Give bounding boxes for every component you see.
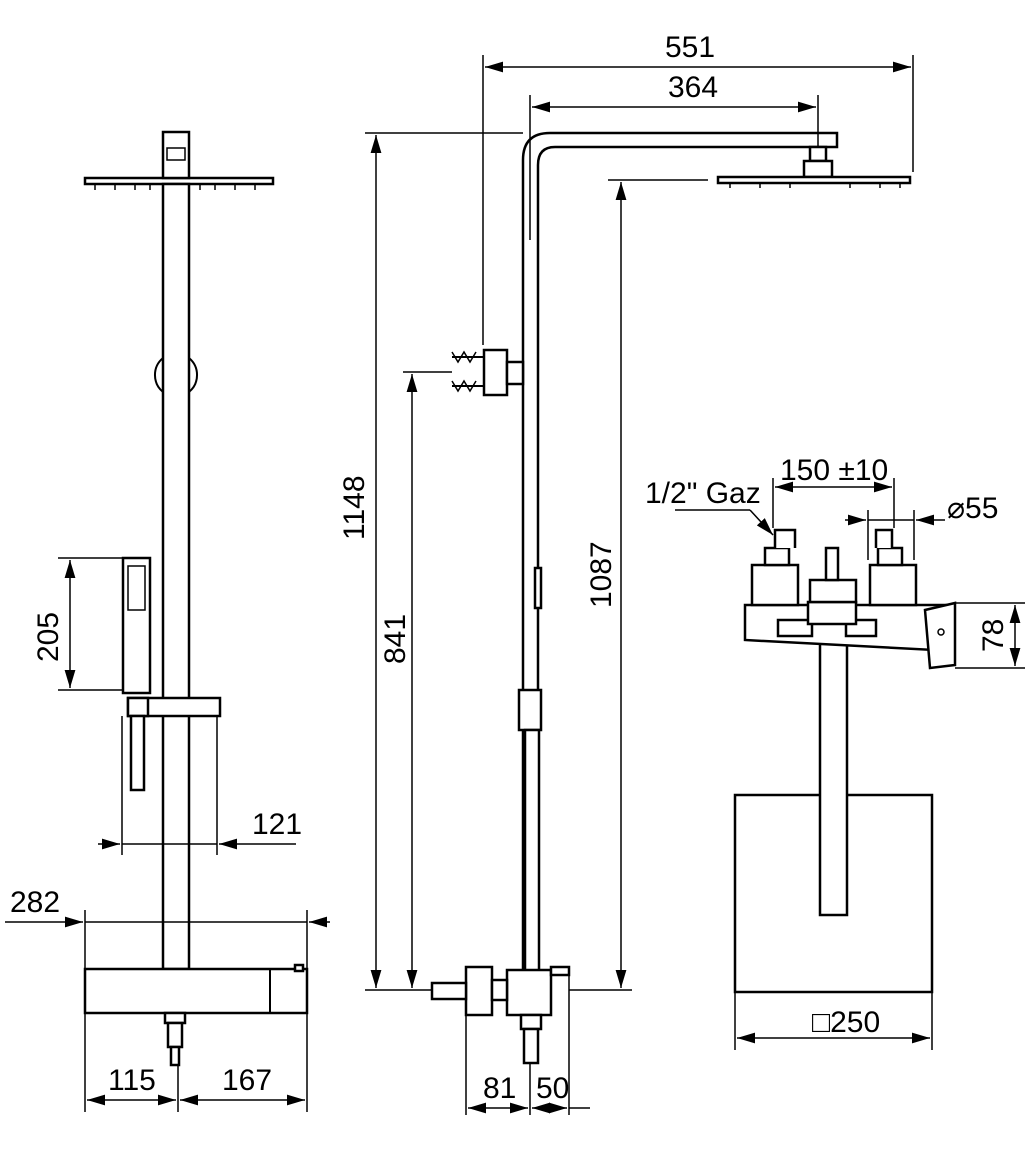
hose-connector xyxy=(517,688,543,732)
dim-282: 282 xyxy=(10,886,60,919)
wall-bracket-front xyxy=(153,357,164,393)
thermostat-bar-front xyxy=(83,967,309,1015)
shower-arm-side xyxy=(521,131,839,974)
dim-81: 81 xyxy=(483,1072,516,1105)
wall-bracket-side xyxy=(482,348,509,397)
dim-115: 115 xyxy=(108,1064,156,1097)
dim-250: □250 xyxy=(812,1006,880,1039)
hand-shower-front xyxy=(121,556,152,695)
dim-841: 841 xyxy=(379,614,412,664)
top-view: 150 ±10 1/2" Gaz ⌀55 78 □250 xyxy=(645,454,1025,1050)
shower-head-side xyxy=(716,175,912,185)
thread-label: 1/2" Gaz xyxy=(645,477,761,510)
thermostat-body-side xyxy=(505,968,553,1017)
shower-arm-top xyxy=(818,623,849,917)
dim-1087: 1087 xyxy=(585,541,618,608)
dim-551: 551 xyxy=(665,31,715,64)
side-view: 551 364 1148 841 1087 81 50 xyxy=(338,31,914,1115)
dim-205: 205 xyxy=(32,612,65,662)
dim-55: ⌀55 xyxy=(947,492,998,525)
shower-column-front xyxy=(161,182,191,971)
dim-78: 78 xyxy=(977,619,1010,652)
dim-364: 364 xyxy=(668,71,718,104)
dim-167: 167 xyxy=(222,1064,272,1097)
nozzle-row xyxy=(94,184,256,190)
front-view: 205 121 282 115 167 xyxy=(5,130,330,1112)
dim-1148: 1148 xyxy=(338,475,371,540)
dim-50: 50 xyxy=(536,1072,569,1105)
dim-121: 121 xyxy=(252,808,302,841)
dim-150: 150 ±10 xyxy=(780,454,888,487)
